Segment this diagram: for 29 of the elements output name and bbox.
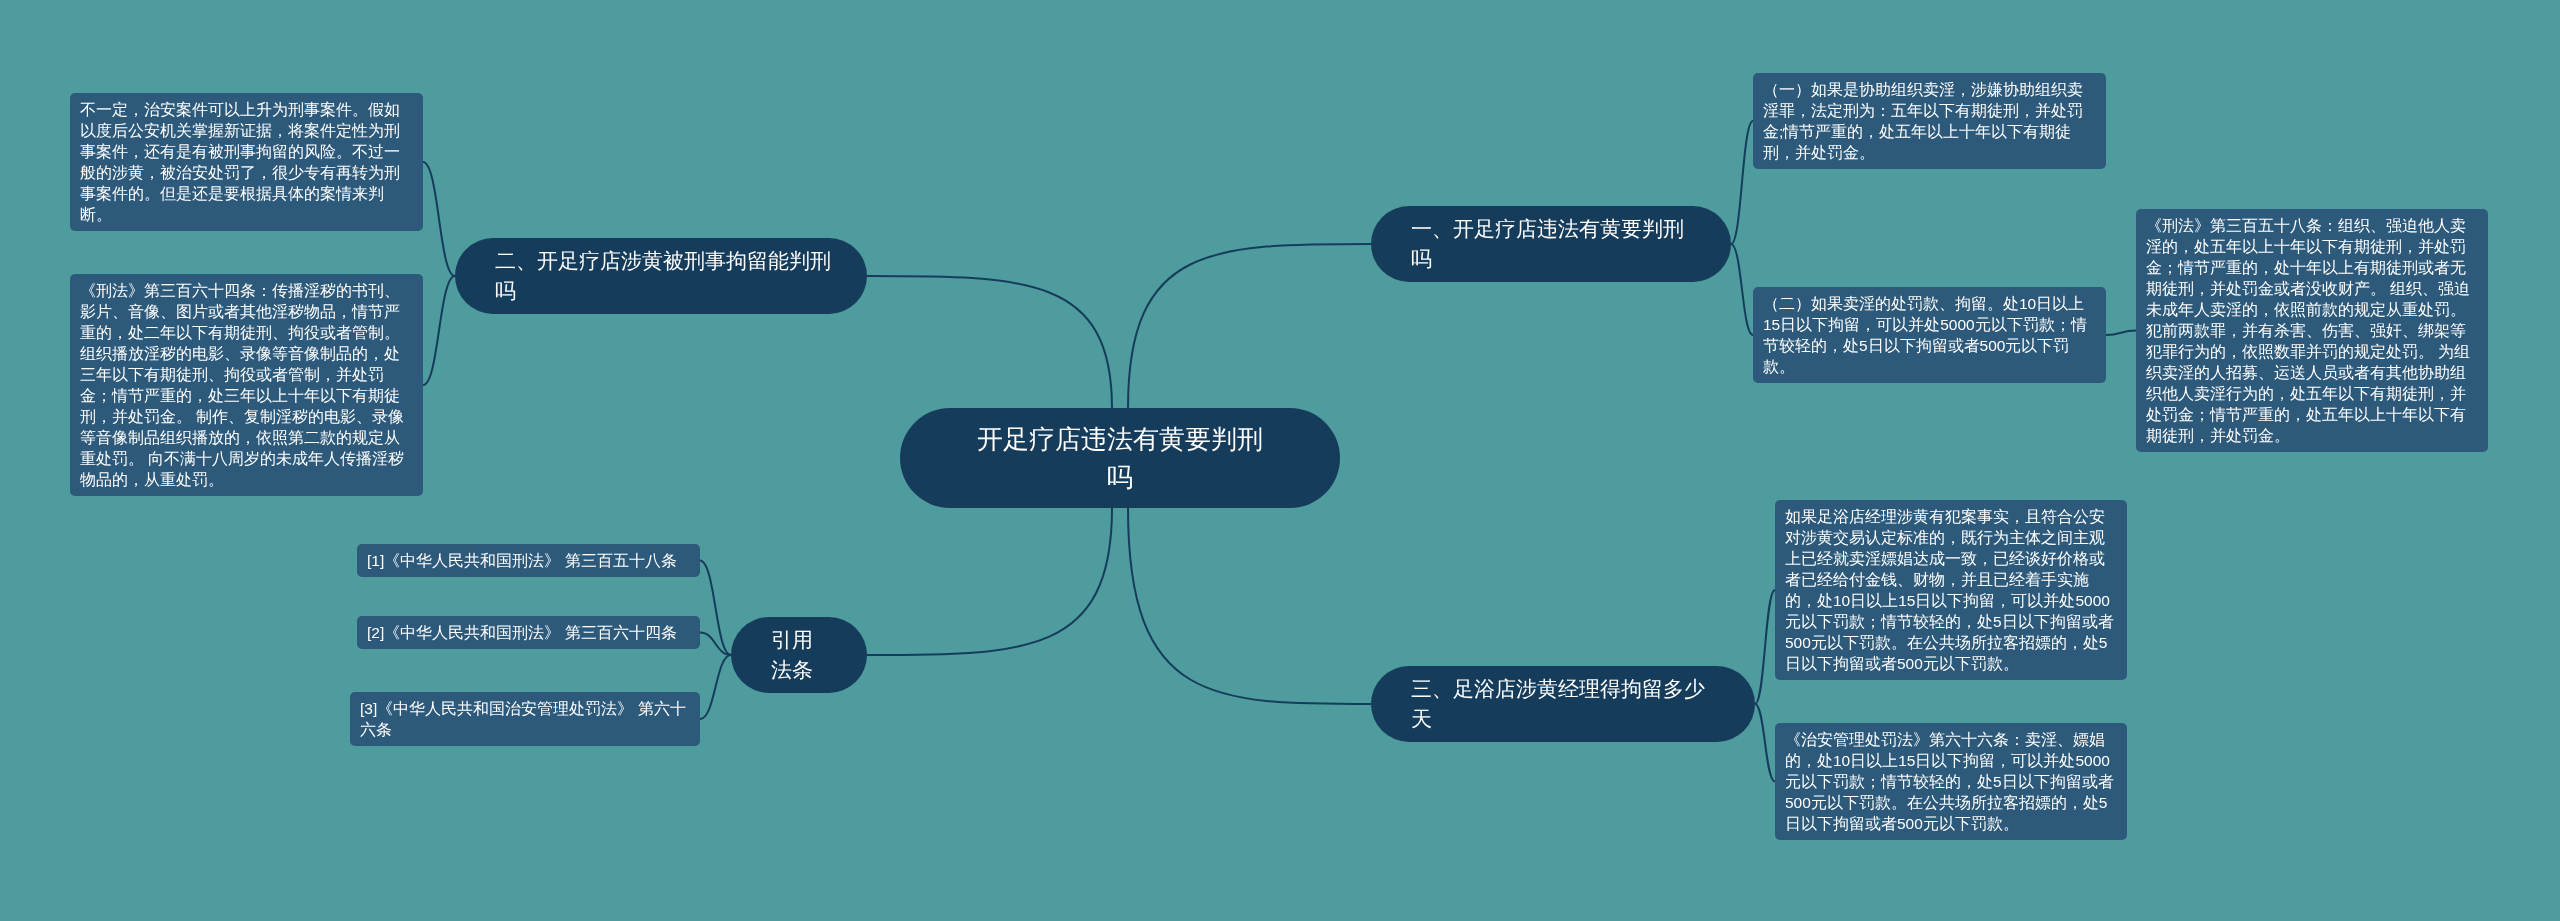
connector-line [1127,243,1372,409]
branch-topic: 三、足浴店涉黄经理得拘留多少天 [1371,666,1755,742]
connector-line [422,275,456,386]
connector-line [866,507,1113,656]
connector-line [1127,507,1372,705]
text-card: [3]《中华人民共和国治安管理处罚法》 第六十六条 [350,692,700,746]
text-card: 不一定，治安案件可以上升为刑事案件。假如以度后公安机关掌握新证据，将案件定性为刑事案件，还有是有被刑事拘留的风险。不过一般的涉黄，被治安处罚了，很少专有再转为刑事案件的。但是还是要根据具体的案情来判断。 [70,93,423,231]
text-card: [1]《中华人民共和国刑法》 第三百五十八条 [357,544,700,577]
branch-topic: 一、开足疗店违法有黄要判刑吗 [1371,206,1731,282]
connector-line [1730,243,1754,336]
connector-line [699,559,732,656]
text-card: [2]《中华人民共和国刑法》 第三百六十四条 [357,616,700,649]
text-card: 《治安管理处罚法》第六十六条：卖淫、嫖娼的，处10日以上15日以下拘留，可以并处5000元以下罚款；情节较轻的，处5日以下拘留或者500元以下罚款。在公共场所拉客招嫖的，处5日以下拘留或者500元以下罚款。 [1775,723,2127,840]
text-card: （二）如果卖淫的处罚款、拘留。处10日以上15日以下拘留，可以并处5000元以下罚款；情节较轻的，处5日以下拘留或者500元以下罚款。 [1753,287,2106,383]
central-topic: 开足疗店违法有黄要判刑吗 [900,408,1340,508]
connector-line [866,275,1113,409]
connector-line [699,631,732,656]
connector-line [1754,703,1776,783]
connector-line [1754,589,1776,705]
branch-topic: 二、开足疗店涉黄被刑事拘留能判刑吗 [455,238,867,314]
connector-line [422,161,456,277]
connector-line [2105,329,2137,336]
text-card: 《刑法》第三百六十四条：传播淫秽的书刊、影片、音像、图片或者其他淫秽物品，情节严重的，处二年以下有期徒刑、拘役或者管制。组织播放淫秽的电影、录像等音像制品的，处三年以下有期徒刑、拘役或者管制，并处罚金；情节严重的，处三年以上十年以下有期徒刑，并处罚金。 制作、复制淫秽的电影、录像等音像制品组织播放的，依照第二款的规定从重处罚。 向不满十八周岁的未成年人传播淫秽物品的，从重处罚。 [70,274,423,496]
connector-line [699,654,732,720]
connector-line [1730,120,1754,245]
text-card: 《刑法》第三百五十八条：组织、强迫他人卖淫的，处五年以上十年以下有期徒刑，并处罚金；情节严重的，处十年以上有期徒刑或者无期徒刑，并处罚金或者没收财产。 组织、强迫未成年人卖淫的，依照前款的规定从重处罚。犯前两款罪，并有杀害、伤害、强奸、绑架等犯罪行为的，依照数罪并罚的规定处罚。 为组织卖淫的人招募、运送人员或者有其他协助组织他人卖淫行为的，处五年以下有期徒刑，并处罚金；情节严重的，处五年以上十年以下有期徒刑，并处罚金。 [2136,209,2488,452]
branch-topic: 引用法条 [731,617,867,693]
text-card: 如果足浴店经理涉黄有犯案事实，且符合公安对涉黄交易认定标准的，既行为主体之间主观上已经就卖淫嫖娼达成一致，已经谈好价格或者已经给付金钱、财物，并且已经着手实施的，处10日以上15日以下拘留，可以并处5000元以下罚款；情节较轻的，处5日以下拘留或者500元以下罚款。在公共场所拉客招嫖的，处5日以下拘留或者500元以下罚款。 [1775,500,2127,680]
text-card: （一）如果是协助组织卖淫，涉嫌协助组织卖淫罪，法定刑为：五年以下有期徒刑，并处罚金;情节严重的，处五年以上十年以下有期徒刑，并处罚金。 [1753,73,2106,169]
